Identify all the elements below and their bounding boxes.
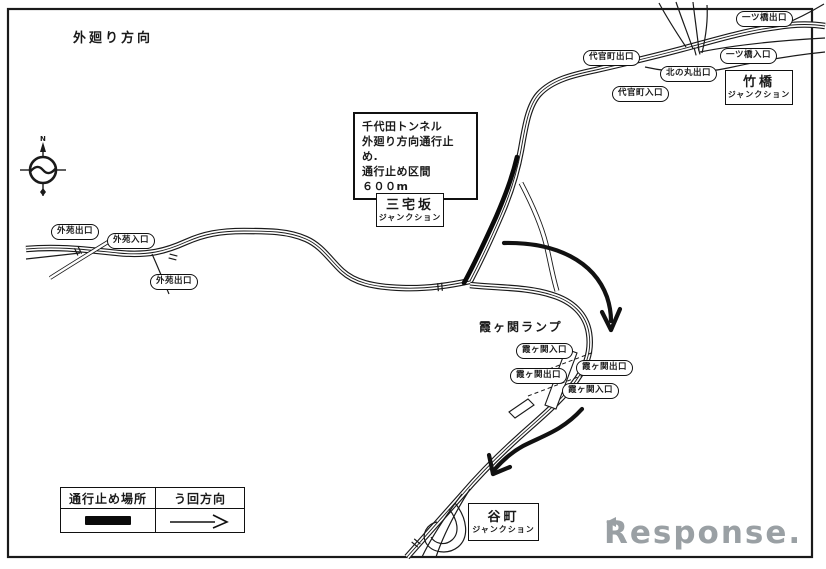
legend-closure-cell (61, 509, 156, 532)
junction-name: 谷町 (487, 509, 520, 525)
closure-section-line (461, 154, 520, 286)
ramp-label-hitotsubashi-exit: 一ツ橋出口 (736, 11, 794, 27)
direction-title: 外廻り方向 (73, 31, 154, 46)
compass-icon: N (20, 135, 66, 196)
legend-detour-header: う回方向 (156, 488, 244, 509)
notice-line-1: 千代田トンネル (362, 120, 443, 133)
kasumigaseki-ramp-label: 霞ヶ関ランプ (479, 320, 563, 334)
ramp-label-hitotsubashi-entrance: 一ツ橋入口 (720, 48, 778, 64)
map-border (6, 7, 814, 559)
junction-box-miyakezaka: 三宅坂 ジャンクション (376, 193, 444, 227)
road-casings (26, 25, 825, 557)
ramp-label-kitanomaru-exit: 北の丸出口 (660, 66, 718, 82)
closure-notice-box: 千代田トンネル 外廻り方向通行止め. 通行止め区間 ６００m (353, 112, 478, 200)
notice-line-3: 通行止め区間 (362, 165, 431, 178)
legend-arrow-icon (170, 513, 229, 529)
junction-name: 竹橋 (742, 75, 775, 90)
north-arrow-icon (40, 142, 46, 152)
closure-swatch-icon (85, 516, 131, 525)
ramp-label-daikancho-exit: 代官町出口 (583, 50, 641, 66)
detour-arrow-lower-icon (486, 406, 585, 477)
ramp-label-kasumigaseki-exit-right: 霞ヶ関出口 (576, 360, 634, 376)
junction-subtitle: ジャンクション (727, 90, 791, 99)
legend-closure-header: 通行止め場所 (61, 488, 156, 509)
road-tick-marks (73, 46, 701, 548)
junction-subtitle: ジャンクション (378, 212, 442, 222)
junction-box-takebashi: 竹橋 ジャンクション (725, 70, 793, 105)
junction-box-tanimachi: 谷町 ジャンクション (468, 503, 539, 541)
legend-table: 通行止め場所 う回方向 (60, 487, 245, 533)
gaien-crossing-ramp (48, 240, 110, 280)
detour-arrow-upper-icon (501, 240, 623, 333)
ramp-label-kasumigaseki-entrance-lower: 霞ヶ関入口 (562, 383, 620, 399)
ramp-lines (25, 1, 826, 558)
compass-north-label: N (40, 135, 46, 143)
notice-line-2: 外廻り方向通行止め. (362, 135, 454, 163)
watermark-arrow-icon (606, 517, 616, 527)
ramp-label-daikancho-entrance: 代官町入口 (612, 86, 670, 102)
ramp-label-gaien-exit-lower: 外苑出口 (150, 274, 199, 290)
ramp-label-kasumigaseki-exit-left: 霞ヶ関出口 (510, 368, 568, 384)
legend-detour-cell (156, 509, 244, 532)
junction-subtitle: ジャンクション (472, 524, 535, 534)
watermark-logo: Response. (604, 515, 803, 551)
notice-line-4: ６００m (362, 180, 409, 193)
junction-name: 三宅坂 (385, 197, 434, 213)
ramp-label-gaien-exit-upper: 外苑出口 (51, 224, 100, 240)
ramp-label-kasumigaseki-entrance-upper: 霞ヶ関入口 (516, 343, 574, 359)
ramp-label-gaien-entrance: 外苑入口 (107, 233, 156, 249)
